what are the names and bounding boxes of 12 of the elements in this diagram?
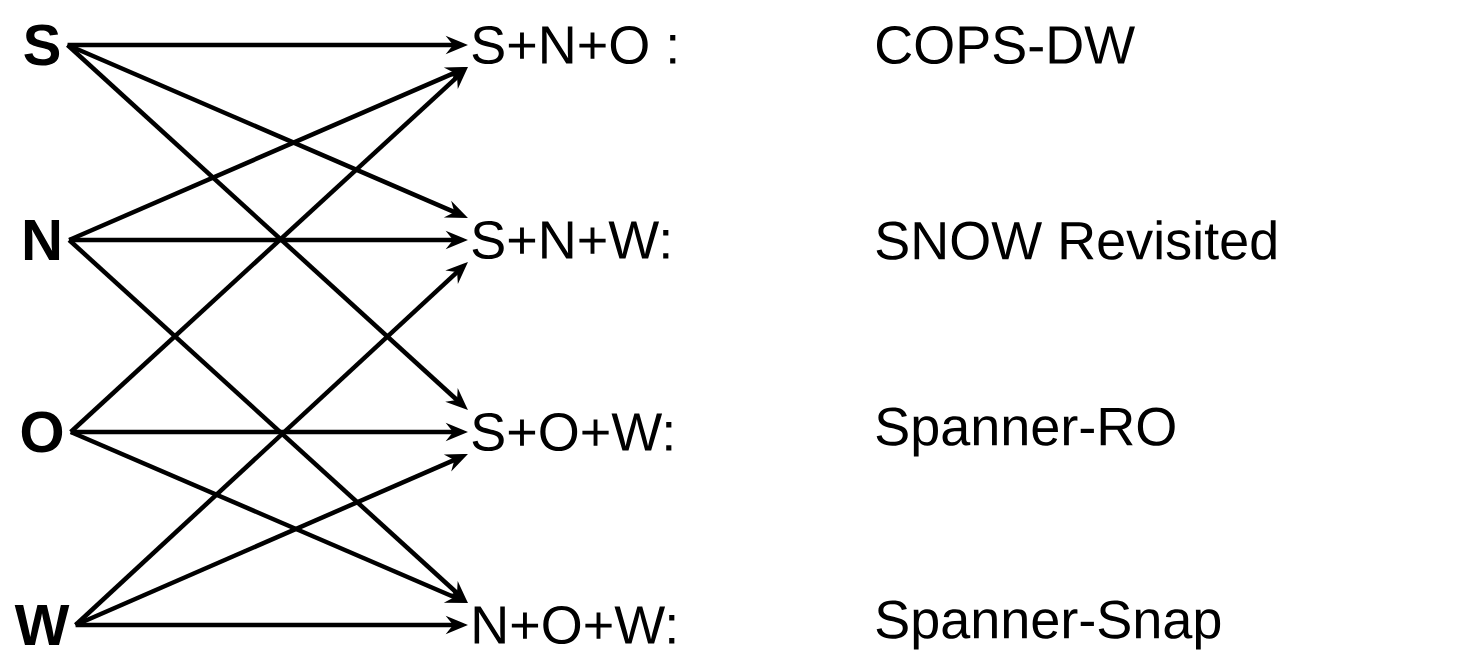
method-name: Spanner-RO [876,407,1175,457]
node-label: N [24,220,60,260]
node-label: S+N+O : [472,25,676,65]
method-name: Spanner-Snap [876,600,1221,650]
node-label: W [14,605,70,645]
node-label: N+O+W: [474,605,675,645]
node-label: S+O+W: [472,412,672,452]
method-name: SNOW Revisited [876,220,1276,260]
node-label: S+N+W: [472,220,669,260]
method-name: COPS-DW [876,25,1135,65]
node-label: O [21,411,63,453]
node-label: S [24,24,60,66]
